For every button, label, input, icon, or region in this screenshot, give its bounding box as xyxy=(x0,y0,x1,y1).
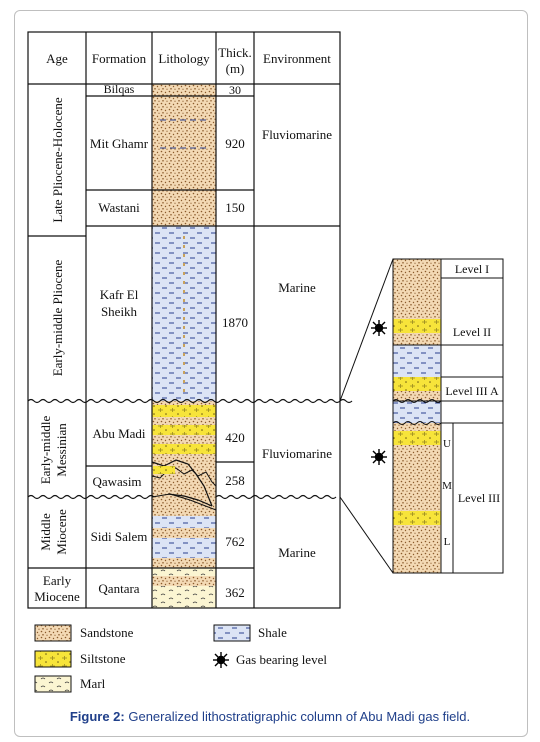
litho-bilqas xyxy=(152,84,216,96)
legend-shale-swatch xyxy=(213,624,251,642)
header-thickness-unit: (m) xyxy=(226,61,245,76)
thickness-wastani: 150 xyxy=(225,200,245,215)
legend-sandstone-label: Sandstone xyxy=(80,625,134,640)
litho-wastani xyxy=(152,190,216,226)
thickness-abu-madi: 420 xyxy=(225,430,245,445)
age-late-pliocene-holocene: Late Pliocene-Holocene xyxy=(50,97,65,222)
environment-marine-upper: Marine xyxy=(278,280,316,295)
formation-kafr-el-sheikh-2: Sheikh xyxy=(101,304,138,319)
legend-gas-label: Gas bearing level xyxy=(236,652,327,667)
formation-bilqas: Bilqas xyxy=(104,82,135,96)
level-iii-upper: U xyxy=(443,438,451,450)
age-early-middle-messinian-2: Messinian xyxy=(54,423,69,477)
header-thickness: Thick. xyxy=(218,45,252,60)
figure-caption: Figure 2: Generalized lithostratigraphic… xyxy=(0,709,540,724)
thickness-qawasim: 258 xyxy=(225,473,245,488)
level-i-label: Level I xyxy=(455,262,489,276)
header-lithology: Lithology xyxy=(158,51,210,66)
formation-qantara: Qantara xyxy=(98,581,139,596)
caption-label: Figure 2: xyxy=(69,709,125,724)
thickness-kafr-el-sheikh: 1870 xyxy=(222,315,248,330)
legend-shale-label: Shale xyxy=(258,625,287,640)
legend-siltstone-swatch xyxy=(34,650,72,668)
thickness-sidi-salem: 762 xyxy=(225,534,245,549)
level-ii-label: Level II xyxy=(453,325,491,339)
gas-bearing-icon xyxy=(371,320,387,336)
level-iii-middle: M xyxy=(442,480,452,492)
environment-fluviomarine-lower: Fluviomarine xyxy=(262,446,332,461)
legend-sandstone-swatch xyxy=(34,624,72,642)
thickness-qantara: 362 xyxy=(225,585,245,600)
level-iii-a-label: Level III A xyxy=(445,384,499,398)
legend-marl-swatch xyxy=(34,675,72,693)
gas-bearing-icon xyxy=(371,449,387,465)
age-early-miocene-2: Miocene xyxy=(34,589,80,604)
age-middle-miocene-1: Middle xyxy=(38,513,53,551)
age-early-middle-pliocene: Early-middle Pliocene xyxy=(50,259,65,376)
header-age: Age xyxy=(46,51,68,66)
litho-qantara xyxy=(152,568,216,608)
caption-text: Generalized lithostratigraphic column of… xyxy=(124,709,471,724)
age-early-miocene-1: Early xyxy=(43,573,72,588)
level-iii-lower: L xyxy=(444,536,451,548)
formation-kafr-el-sheikh-1: Kafr El xyxy=(100,287,139,302)
litho-mit-ghamr xyxy=(152,96,216,190)
age-middle-miocene-2: Miocene xyxy=(54,509,69,555)
formation-wastani: Wastani xyxy=(98,200,140,215)
legend-gas-icon xyxy=(213,652,229,668)
figure-frame xyxy=(14,10,528,737)
litho-kafr-el-sheikh xyxy=(152,226,216,401)
legend-siltstone-label: Siltstone xyxy=(80,651,126,666)
environment-fluviomarine-upper: Fluviomarine xyxy=(262,127,332,142)
level-iii-label: Level III xyxy=(458,491,500,505)
environment-marine-lower: Marine xyxy=(278,545,316,560)
legend-marl-label: Marl xyxy=(80,676,106,691)
thickness-bilqas: 30 xyxy=(229,83,241,97)
header-environment: Environment xyxy=(263,51,331,66)
header-formation: Formation xyxy=(92,51,147,66)
thickness-mit-ghamr: 920 xyxy=(225,136,245,151)
detail-connector-lines xyxy=(339,258,394,574)
formation-sidi-salem: Sidi Salem xyxy=(91,529,148,544)
formation-mit-ghamr: Mit Ghamr xyxy=(90,136,149,151)
formation-qawasim: Qawasim xyxy=(92,474,141,489)
age-early-middle-messinian-1: Early-middle xyxy=(38,415,53,484)
formation-abu-madi: Abu Madi xyxy=(92,426,145,441)
